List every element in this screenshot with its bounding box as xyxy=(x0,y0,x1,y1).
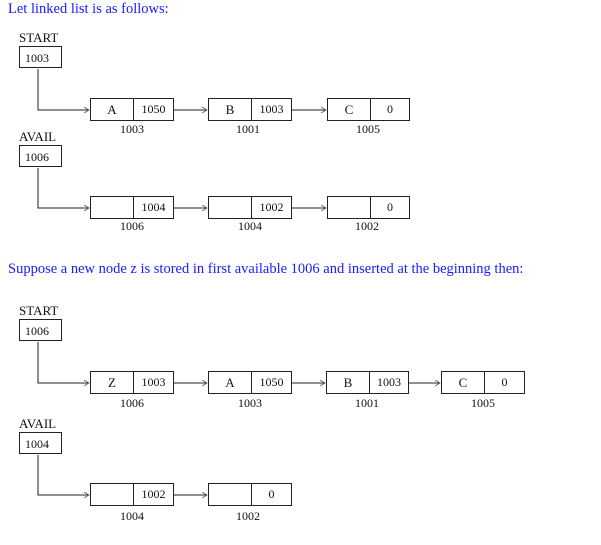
start-pointer-box: 1006 xyxy=(19,319,62,341)
node-address: 1001 xyxy=(236,122,260,136)
node-info xyxy=(328,197,371,218)
node-address: 1005 xyxy=(356,122,380,136)
avail-node: 0 xyxy=(327,196,410,219)
node-link: 1002 xyxy=(141,487,166,501)
node-link: 1050 xyxy=(141,102,166,116)
node-info: B xyxy=(327,372,370,393)
list-node: B 1003 xyxy=(326,371,409,394)
avail-label: AVAIL xyxy=(19,129,57,144)
node-link: 1003 xyxy=(141,375,166,389)
node-address: 1001 xyxy=(355,396,379,410)
avail-node: 1004 xyxy=(90,196,174,219)
node-link: 1050 xyxy=(259,375,284,389)
node-address: 1004 xyxy=(120,509,144,523)
node-link: 0 xyxy=(387,102,393,116)
node-address: 1005 xyxy=(471,396,495,410)
node-link: 1004 xyxy=(141,200,166,214)
section2-heading: Suppose a new node z is stored in first … xyxy=(8,261,524,277)
node-address: 1003 xyxy=(120,122,144,136)
start-label: START xyxy=(19,303,59,318)
list-node: C 0 xyxy=(441,371,525,394)
node-info: Z xyxy=(91,372,134,393)
node-link: 0 xyxy=(501,375,508,389)
node-info: A xyxy=(209,372,252,393)
list-node: Z 1003 xyxy=(90,371,174,394)
avail-label: AVAIL xyxy=(19,416,57,431)
start-pointer-box: 1003 xyxy=(19,46,62,68)
node-info xyxy=(209,484,252,505)
node-info xyxy=(91,197,134,218)
node-info xyxy=(209,197,252,218)
node-address: 1003 xyxy=(238,396,262,410)
node-link: 1002 xyxy=(259,200,284,214)
avail-pointer-box: 1004 xyxy=(19,432,62,454)
avail-node: 0 xyxy=(208,483,292,506)
avail-node: 1002 xyxy=(208,196,292,219)
node-info: C xyxy=(442,372,485,393)
avail-pointer-box: 1006 xyxy=(19,145,62,167)
list-node: B 1003 xyxy=(208,98,292,121)
node-info: A xyxy=(91,99,134,120)
node-link: 1003 xyxy=(377,375,401,389)
node-link: 1003 xyxy=(259,102,284,116)
node-address: 1002 xyxy=(355,219,379,233)
node-address: 1006 xyxy=(120,396,144,410)
node-address: 1004 xyxy=(238,219,262,233)
node-address: 1002 xyxy=(236,509,260,523)
list-node: C 0 xyxy=(327,98,410,121)
avail-node: 1002 xyxy=(90,483,174,506)
node-info: B xyxy=(209,99,252,120)
section1-heading: Let linked list is as follows: xyxy=(8,1,169,17)
node-link: 0 xyxy=(268,487,275,501)
node-info xyxy=(91,484,134,505)
node-link: 0 xyxy=(387,200,393,214)
list-node: A 1050 xyxy=(90,98,174,121)
start-label: START xyxy=(19,30,59,45)
node-address: 1006 xyxy=(120,219,144,233)
list-node: A 1050 xyxy=(208,371,292,394)
node-info: C xyxy=(328,99,371,120)
